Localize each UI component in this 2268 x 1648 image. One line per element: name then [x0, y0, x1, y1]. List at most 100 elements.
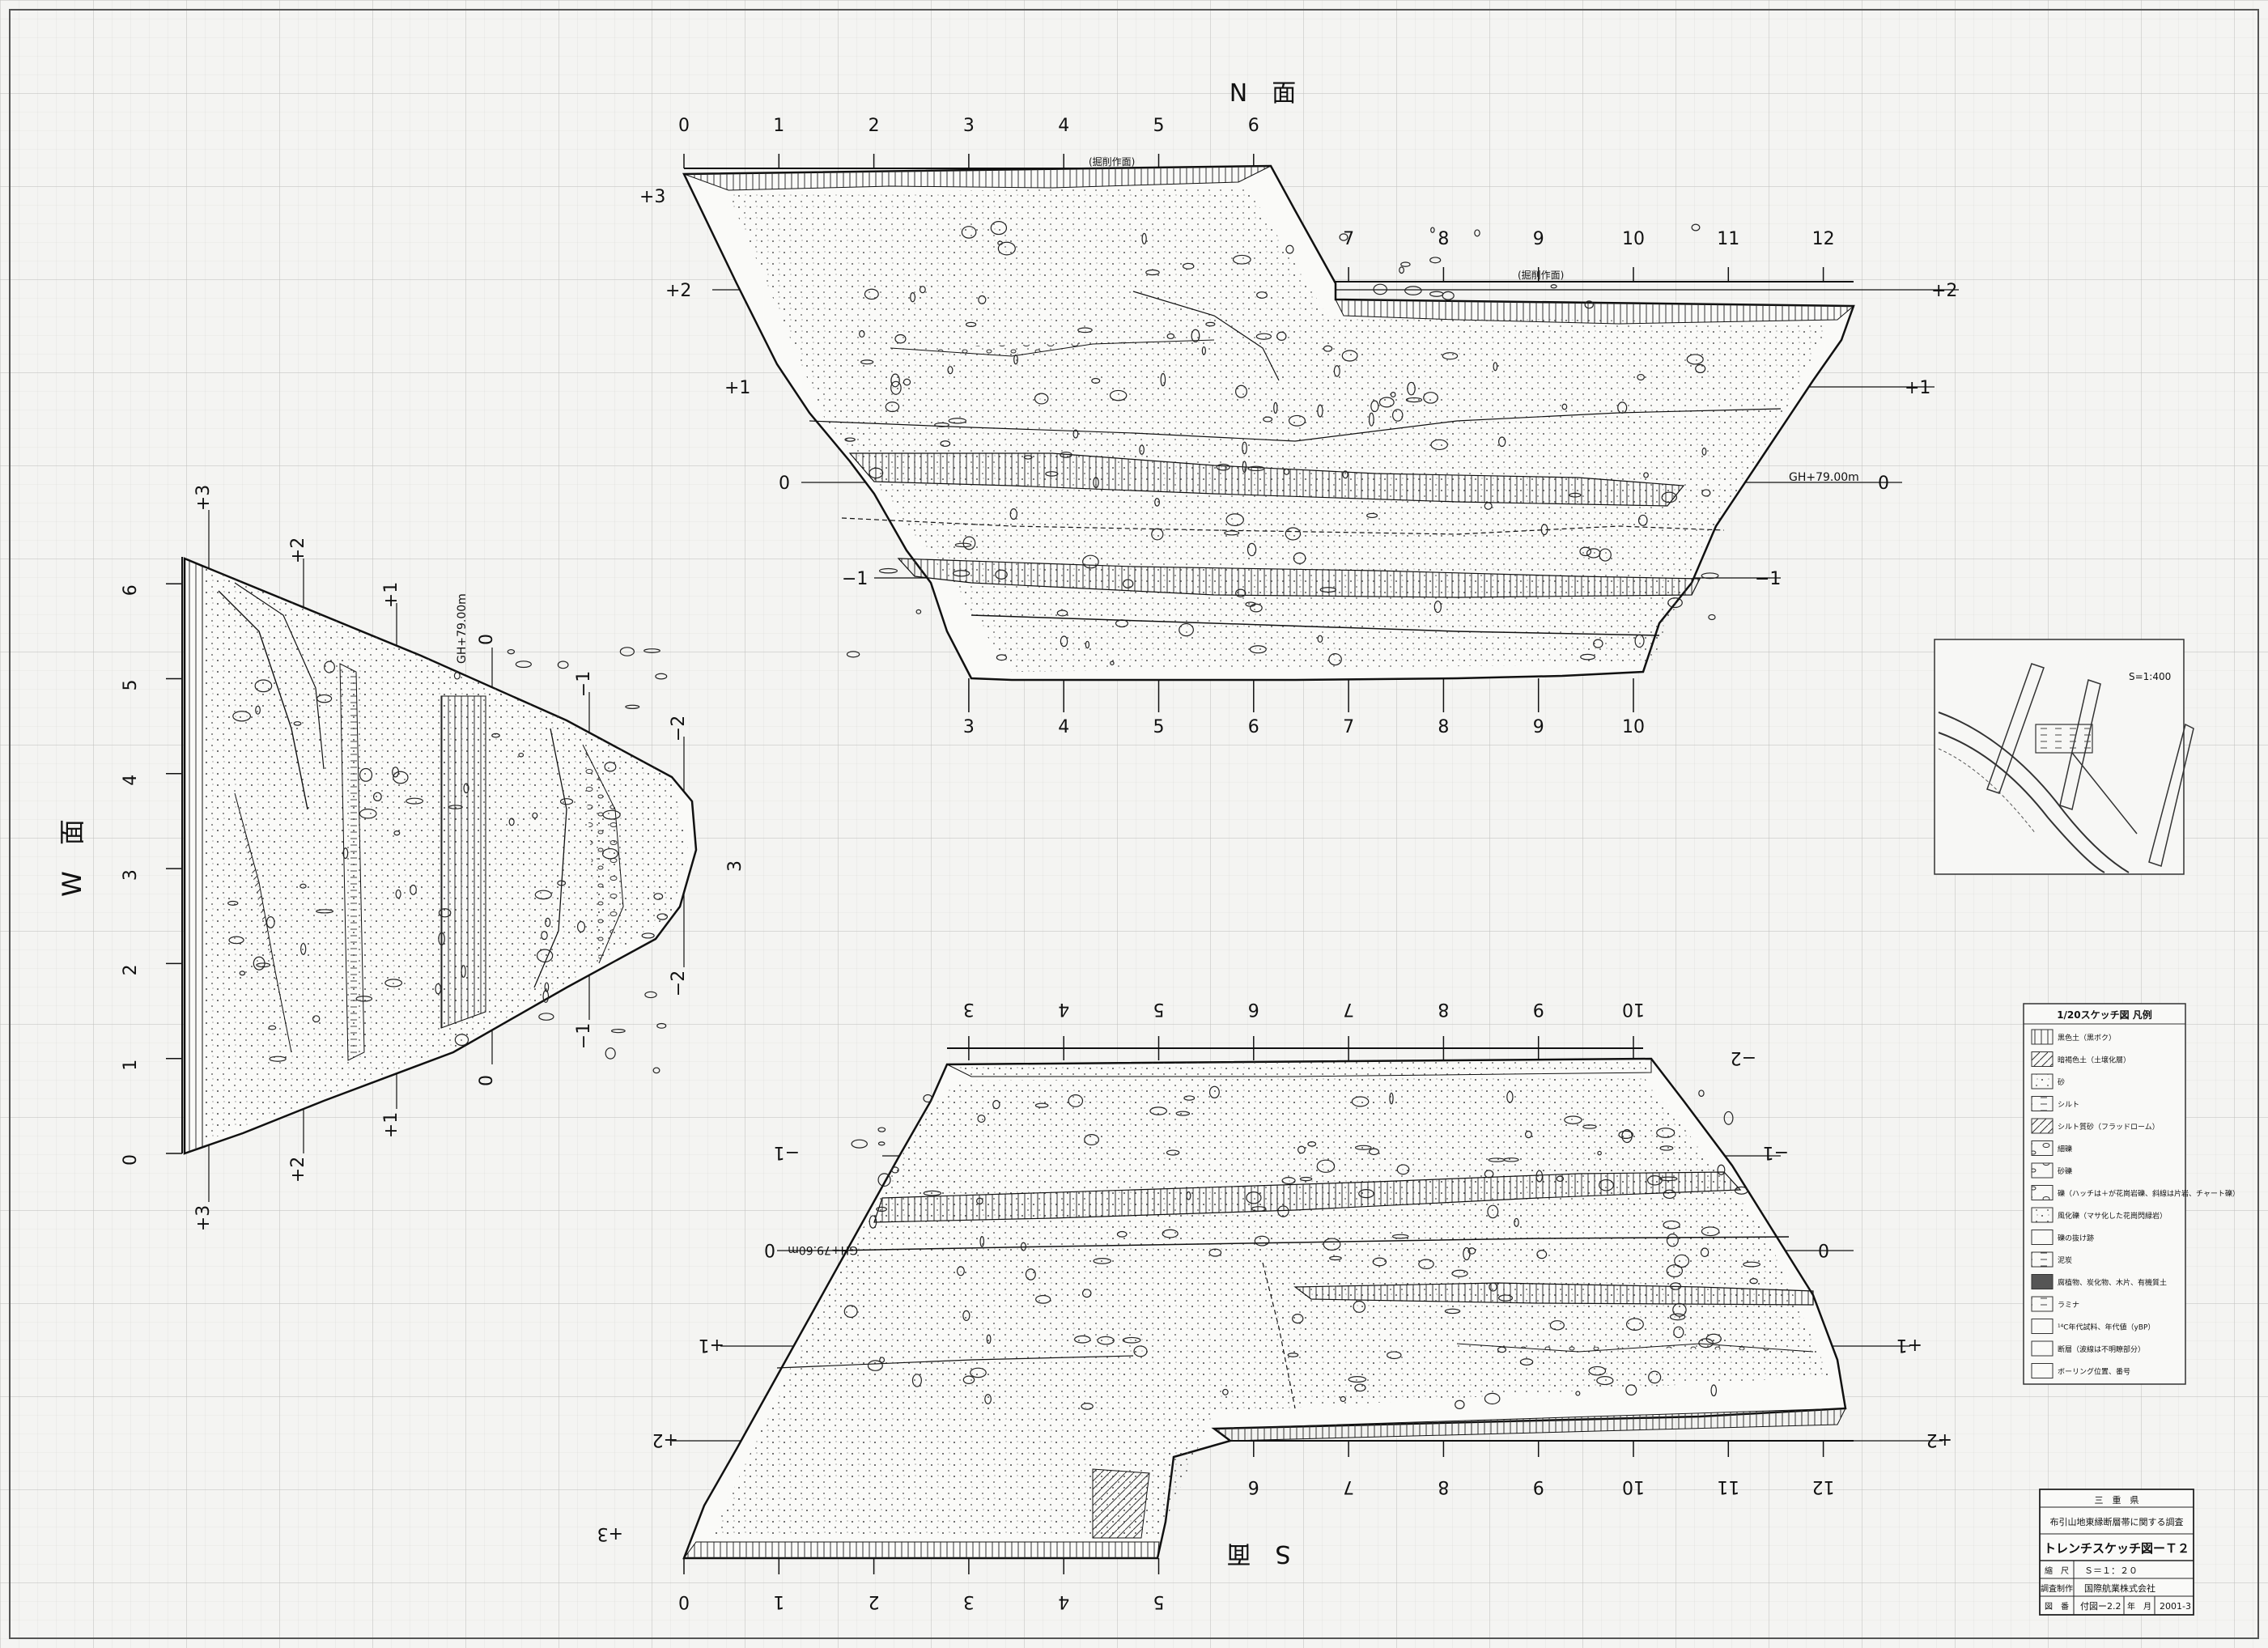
clast-mark [644, 991, 657, 999]
clast-mark [1255, 333, 1272, 340]
clast-mark [1116, 1230, 1128, 1238]
clast-mark [1288, 414, 1306, 427]
legend-swatch-boring [2031, 1363, 2054, 1378]
clast-mark [1162, 1229, 1179, 1238]
clast-mark [1618, 1130, 1634, 1140]
clast-mark [934, 422, 949, 427]
north-bottom-meter-8: 8 [1438, 717, 1449, 737]
clast-mark [1586, 548, 1601, 559]
clast-mark [995, 569, 1008, 580]
clast-mark [885, 401, 900, 413]
clast-mark [1564, 1115, 1582, 1124]
north-top-meter-3: 3 [963, 116, 975, 136]
clast-mark [576, 920, 586, 932]
clast-mark [1025, 1268, 1036, 1281]
clast-mark [316, 694, 333, 703]
clast-mark [1307, 1141, 1317, 1147]
clast-mark [1648, 1370, 1662, 1384]
clast-mark [1034, 1102, 1049, 1108]
legend-swatch-dash [2031, 1096, 2054, 1111]
clast-mark [1208, 1248, 1222, 1257]
clast-mark [1281, 1177, 1296, 1185]
north-elev-minus1-right: −1 [1755, 569, 1781, 589]
clast-mark [952, 570, 970, 577]
clast-mark [491, 733, 500, 738]
clast-mark [1669, 1313, 1686, 1321]
clast-mark [1368, 1148, 1380, 1156]
north-top-meter-2: 2 [869, 116, 880, 136]
clast-mark [1404, 286, 1422, 295]
clast-mark [992, 1099, 1000, 1110]
clast-mark [1154, 498, 1160, 507]
legend-swatch-diag [2031, 1051, 2054, 1067]
clast-mark [1323, 345, 1333, 352]
clast-mark [448, 805, 463, 809]
clast-mark [507, 649, 516, 655]
legend-swatch-dots [2031, 1073, 2054, 1089]
clast-mark [1186, 1191, 1191, 1200]
clast-mark [860, 359, 874, 365]
west-bottom-elev-plus2: +2 [288, 1157, 308, 1183]
clast-mark [1582, 1124, 1597, 1129]
legend-item-label: 泥炭 [2058, 1256, 2072, 1265]
clast-mark [1625, 1384, 1637, 1396]
south-bottom-meter-2: 2 [869, 1591, 880, 1612]
clast-mark [1191, 329, 1200, 342]
legend-swatch-organic [2031, 1274, 2054, 1289]
clast-mark [625, 704, 640, 709]
clast-mark [1444, 1308, 1461, 1315]
south-top-meter-4: 4 [1058, 999, 1069, 1019]
clast-mark [1734, 1186, 1748, 1195]
clast-mark [265, 916, 275, 928]
west-right-label-3: 3 [725, 860, 745, 872]
clast-mark [1341, 350, 1358, 362]
north-face-label: N 面 [1230, 79, 1296, 108]
west-left-meter-3: 3 [121, 869, 141, 881]
clast-mark [239, 971, 246, 976]
clast-mark [1285, 244, 1294, 254]
clast-mark [1122, 1336, 1141, 1344]
clast-mark [977, 1115, 986, 1123]
clast-mark [956, 1266, 965, 1276]
clast-mark [655, 673, 668, 680]
clast-mark [1498, 1294, 1514, 1302]
clast-mark [940, 440, 951, 448]
clast-mark [1245, 601, 1256, 607]
clast-mark [878, 567, 898, 574]
legend-item-label: ラミナ [2058, 1301, 2079, 1310]
clast-mark [1659, 1176, 1678, 1182]
clast-mark [410, 884, 417, 895]
clast-mark [869, 467, 884, 479]
clast-mark [1285, 527, 1302, 541]
clast-mark [1390, 392, 1396, 397]
clast-mark [393, 830, 401, 836]
clast-mark [255, 705, 261, 715]
clast-mark [359, 767, 373, 782]
clast-mark [1698, 1089, 1705, 1098]
clast-mark [1235, 384, 1247, 398]
south-bottom-meter-10: 10 [1622, 1476, 1645, 1497]
south-elev-plus2-right: +2 [1926, 1429, 1952, 1450]
clast-mark [1133, 1345, 1148, 1357]
clast-mark [1580, 653, 1596, 660]
legend-item-label: 黒色土（黒ボク） [2058, 1033, 2116, 1043]
clast-mark [1317, 404, 1323, 418]
south-top-meter-3: 3 [963, 999, 975, 1019]
clast-mark [890, 373, 900, 388]
clast-mark [601, 847, 618, 860]
clast-mark [536, 949, 554, 963]
clast-mark [1109, 389, 1128, 401]
title-maker-label: 調査制作 [2041, 1583, 2073, 1594]
legend-item-label: シルト質砂（フラッドローム） [2058, 1122, 2160, 1132]
clast-mark [1405, 397, 1423, 403]
legend-item-label: ボーリング位置、番号 [2058, 1367, 2130, 1377]
south-elev-plus3-left: +3 [597, 1523, 623, 1544]
north-elev-0-right: 0 [1878, 474, 1889, 494]
clast-mark [1292, 1314, 1304, 1324]
clast-mark [1242, 441, 1247, 455]
south-bottom-meter-9: 9 [1533, 1476, 1544, 1497]
clast-mark [1235, 588, 1247, 597]
clast-mark [605, 1047, 616, 1060]
